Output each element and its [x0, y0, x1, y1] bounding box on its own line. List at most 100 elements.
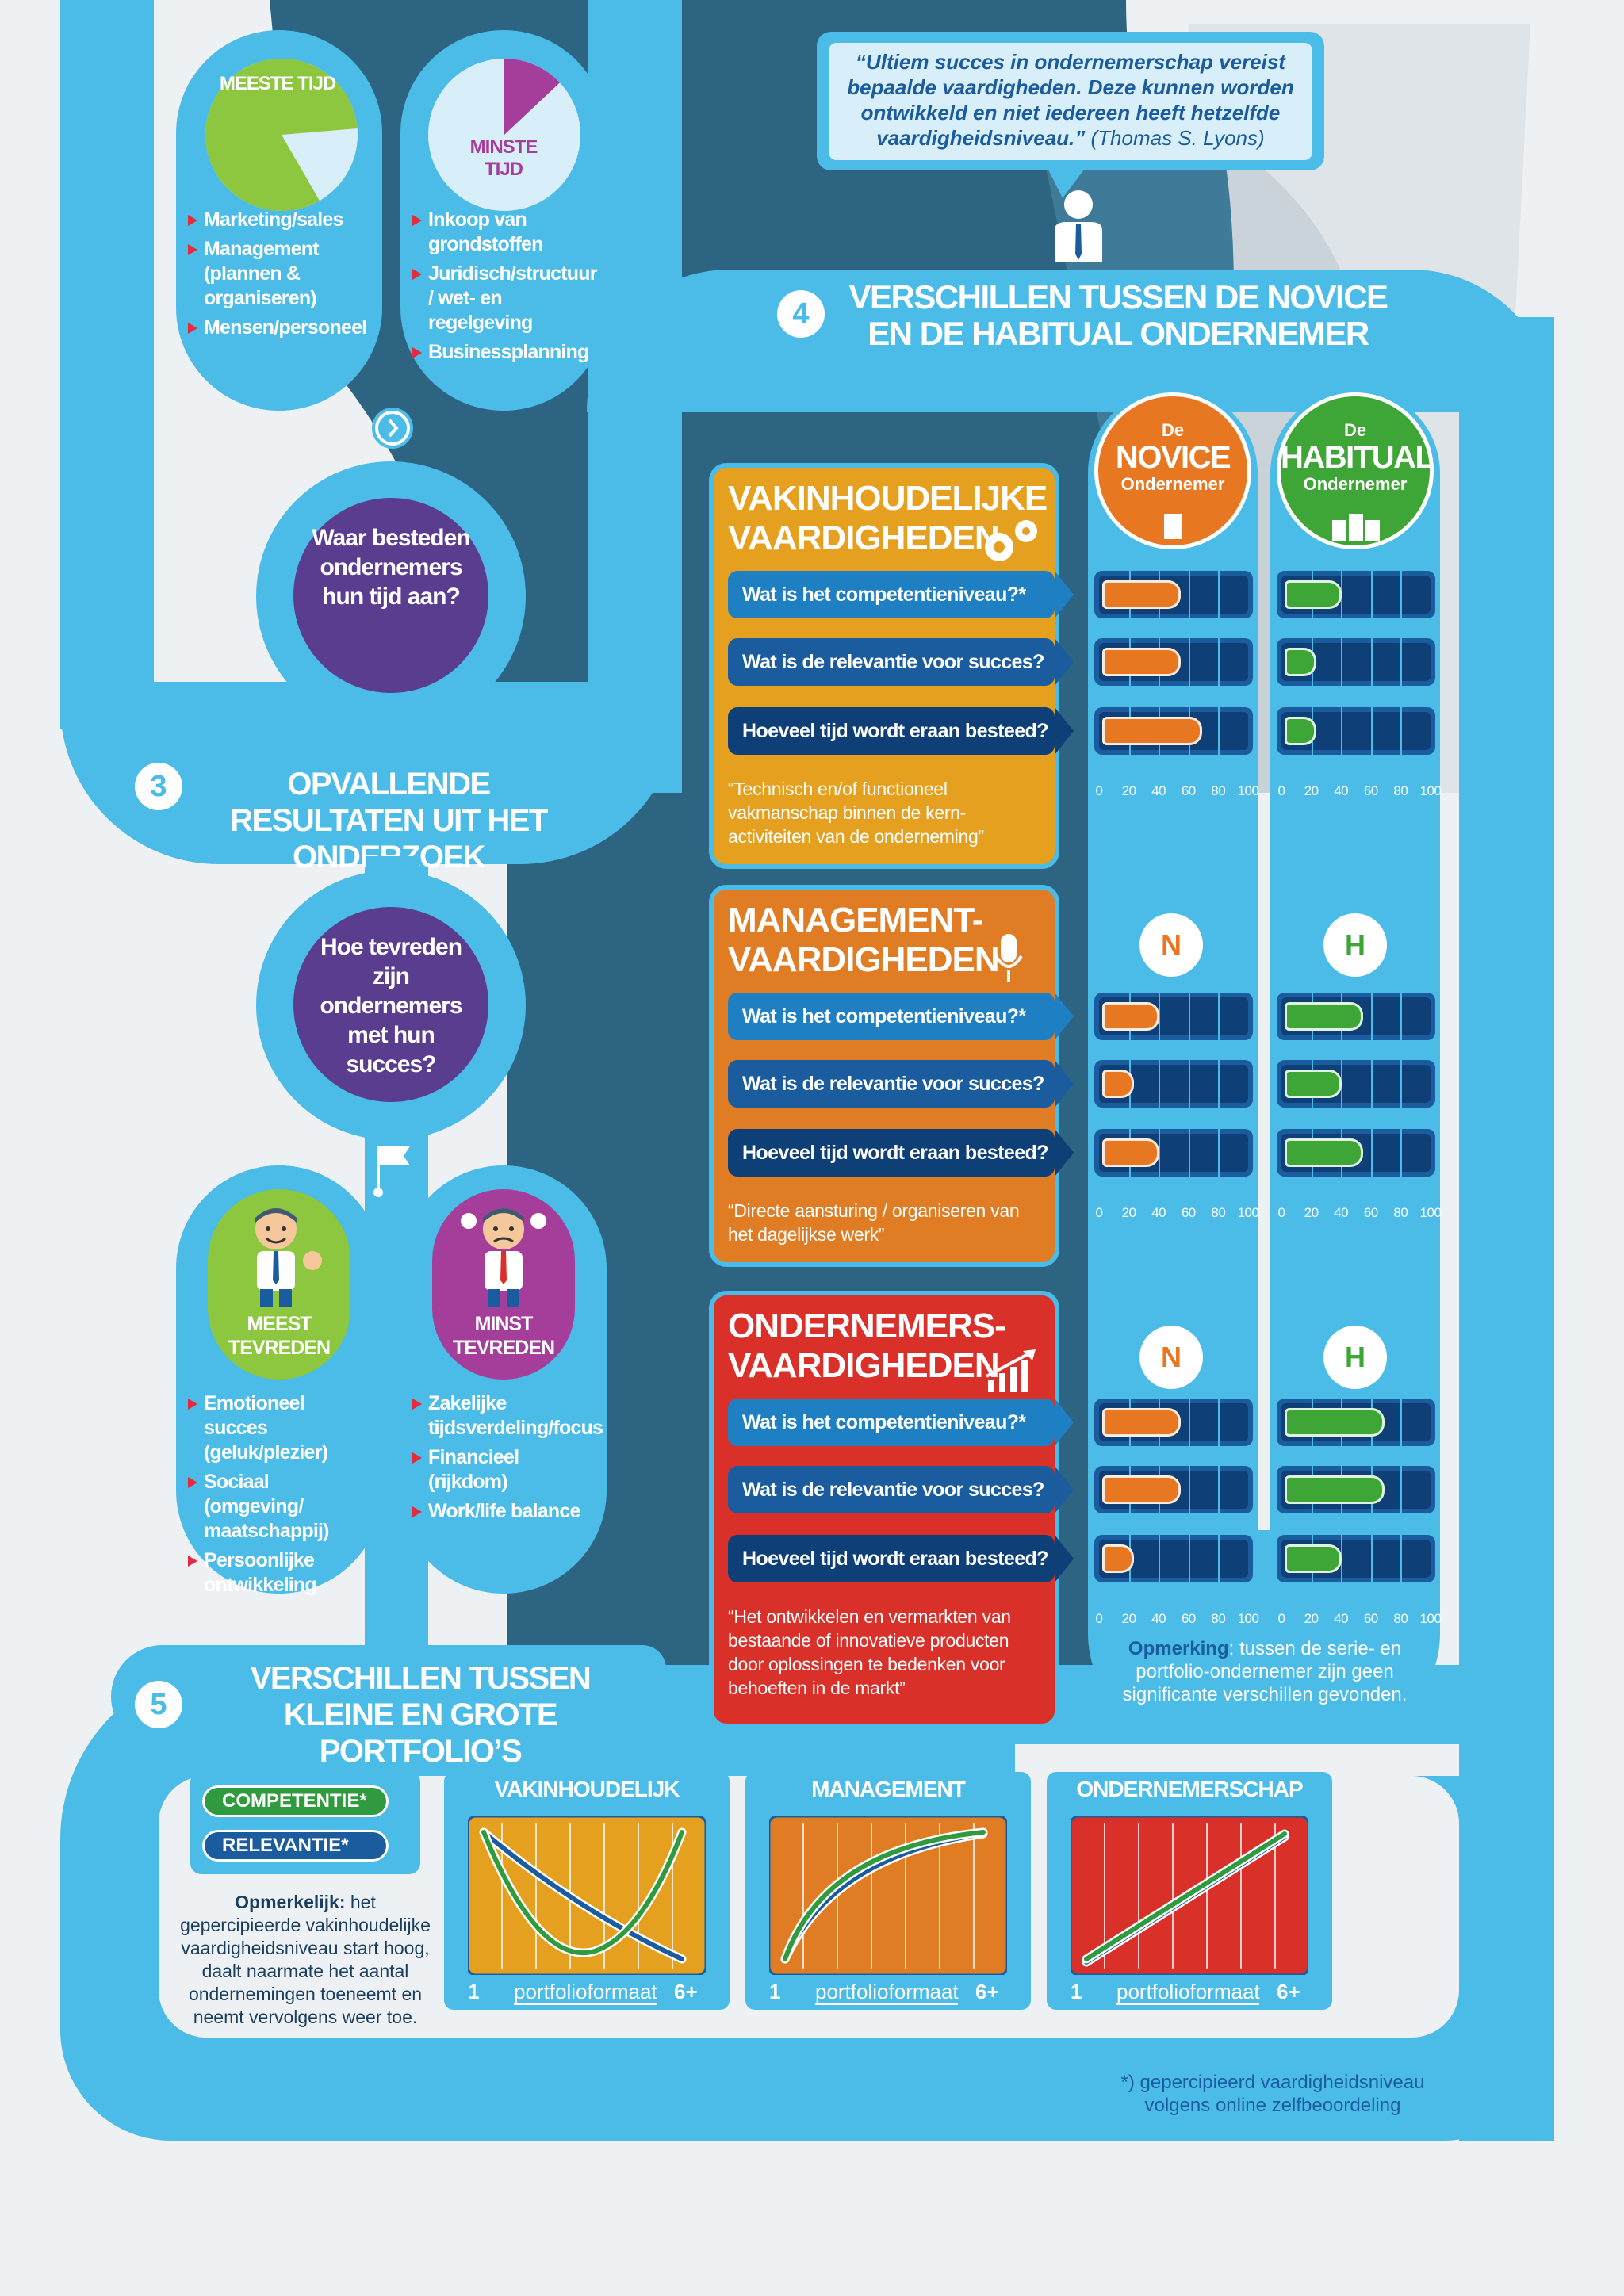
legend-relevantie [202, 1830, 389, 1862]
portfolio-x-label: portfolioformaat [514, 1980, 657, 2003]
question-label: Hoeveel tijd wordt eraan besteed? [742, 1548, 1048, 1570]
axis-tick: 80 [1211, 1205, 1226, 1220]
habitual-bar [1277, 993, 1435, 1040]
novice-bar-fill [1102, 1138, 1159, 1167]
skill-panel-title: MANAGEMENT-VAARDIGHEDEN [728, 901, 1000, 979]
axis-arrow [815, 2003, 958, 2005]
habitual-name: HABITUAL [1281, 440, 1434, 475]
habitual-bar-fill [1285, 1544, 1342, 1573]
question-label: Hoeveel tijd wordt eraan besteed? [742, 1142, 1048, 1164]
question-label: Wat is het competentieniveau?* [742, 1005, 1026, 1027]
axis-tick: 100 [1237, 1205, 1259, 1220]
habitual-bar-fill [1285, 1070, 1342, 1098]
footnote: *) gepercipieerd vaardigheidsniveau volg… [1120, 2072, 1425, 2116]
question-label: Wat is het competentieniveau?* [742, 584, 1026, 606]
relevantie-curve [481, 1830, 684, 1961]
skill-panel-title: VAKINHOUDELIJKE VAARDIGHEDEN [728, 479, 1048, 557]
unhappy-man-icon [461, 1208, 546, 1307]
list-item: Management (plannen & organiseren) [186, 237, 369, 311]
portfolio-chart-plot [769, 1816, 1007, 1975]
axis-tick: 40 [1151, 1611, 1166, 1626]
portfolio-chart-plot [1071, 1816, 1308, 1975]
section-4-note: Opmerking: tussen de serie- en portfolio… [1106, 1637, 1423, 1706]
section-5-header [111, 1645, 666, 1748]
competentie-curve [783, 1830, 986, 1961]
skill-definition: “Technisch en/of functioneel vakmanschap… [728, 779, 984, 847]
portfolio-x-start: 1 [468, 1980, 480, 2003]
axis-tick: 80 [1393, 783, 1408, 798]
axis-tick: 0 [1277, 1205, 1285, 1220]
axis-tick: 0 [1277, 1611, 1285, 1626]
question-label: Wat is de relevantie voor succes? [742, 651, 1044, 673]
question-button: Wat is de relevantie voor succes? [728, 1060, 1074, 1108]
portfolio-x-end: 6+ [1277, 1980, 1300, 2003]
axis-tick: 100 [1419, 783, 1442, 798]
habitual-letter: H [1345, 1341, 1365, 1373]
novice-label: De NOVICE Ondernemer [1098, 420, 1247, 495]
habitual-badge-small [1323, 913, 1387, 977]
section-5-remark: Opmerkelijk: het gepercipieerde vakinhou… [178, 1891, 432, 2029]
question-button: Hoeveel tijd wordt eraan besteed? [728, 707, 1074, 755]
skill-definition: “Directe aansturing / organiseren van he… [728, 1200, 1020, 1245]
novice-bar-fill [1102, 1408, 1181, 1437]
axis-tick: 100 [1237, 783, 1259, 798]
list-item: Businessplanning [411, 340, 601, 365]
novice-bar [1094, 571, 1253, 618]
habitual-label: De HABITUAL Ondernemer [1281, 420, 1434, 495]
person-icon [1047, 166, 1102, 262]
novice-bar [1094, 1466, 1253, 1513]
habitual-badge-small [1323, 1326, 1387, 1389]
habitual-bar [1277, 1535, 1435, 1582]
novice-name: NOVICE [1115, 440, 1231, 475]
note-text: : tussen de serie- en portfolio-ondernem… [1122, 1638, 1408, 1705]
buildings-icon [1332, 514, 1380, 541]
habitual-pre: De [1343, 420, 1367, 440]
list-item: Emotioneel succes (geluk/plezier) [186, 1391, 369, 1465]
habitual-bar [1277, 571, 1435, 618]
section-5-title: VERSCHILLEN TUSSEN KLEINE EN GROTE PORTF… [250, 1661, 592, 1769]
novice-bar [1094, 1399, 1253, 1446]
satisfaction-question: Hoe tevreden zijn ondernemers met hun su… [320, 934, 462, 1077]
axis-tick: 20 [1304, 1205, 1319, 1220]
habitual-bar-fill [1285, 580, 1342, 609]
competentie-curve [1084, 1831, 1287, 1961]
axis-tick: 0 [1277, 783, 1285, 798]
habitual-sub: Ondernemer [1303, 474, 1408, 494]
axis-tick: 60 [1363, 783, 1378, 798]
question-label: Hoeveel tijd wordt eraan besteed? [742, 720, 1048, 742]
portfolio-x-start: 1 [769, 1980, 781, 2003]
axis-tick: 20 [1304, 783, 1319, 798]
axis-tick: 40 [1334, 1205, 1349, 1220]
section-5-number: 5 [135, 1681, 182, 1728]
portfolio-x-end: 6+ [975, 1980, 999, 2003]
growth-chart-icon [986, 1349, 1036, 1392]
habitual-letter: H [1345, 928, 1365, 961]
section-3-number: 3 [135, 763, 182, 810]
note-bold: Opmerking [1128, 1638, 1229, 1659]
microphone-icon [994, 934, 1023, 982]
habitual-bar [1277, 1399, 1435, 1446]
novice-bar [1094, 707, 1253, 755]
habitual-bar-fill [1285, 1002, 1363, 1031]
axis-tick: 80 [1211, 783, 1226, 798]
axis-tick: 20 [1304, 1611, 1319, 1626]
habitual-bar-fill [1285, 1138, 1363, 1167]
legend-competentie [202, 1785, 389, 1817]
axis-tick: 40 [1151, 1205, 1166, 1220]
axis-tick: 20 [1121, 783, 1136, 798]
axis-tick: 100 [1419, 1205, 1442, 1220]
question-label: Wat is het competentieniveau?* [742, 1411, 1026, 1433]
novice-bar-fill [1102, 1070, 1134, 1098]
axis-tick: 20 [1121, 1205, 1136, 1220]
list-item: Inkoop van grondstoffen [411, 208, 601, 257]
novice-bar [1094, 1535, 1253, 1582]
most-time-label: MEESTE TIJD [219, 73, 336, 94]
habitual-bar-fill [1285, 1475, 1385, 1504]
